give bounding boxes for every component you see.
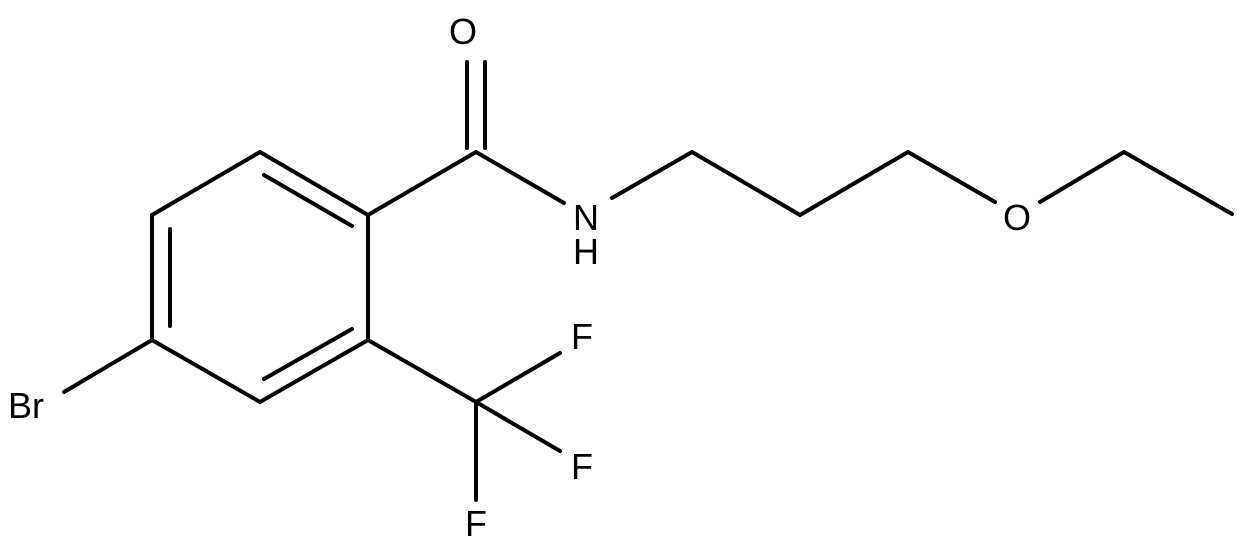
atom-fluorine-bottom: F: [465, 503, 487, 544]
bond-ch2-ether-oxygen: [906, 150, 997, 204]
ring-bond-c1-c2: [258, 150, 370, 217]
bond-ether-oxygen-ch2: [1038, 150, 1126, 204]
atom-fluorine-right: F: [571, 446, 593, 487]
bond-ring-bromine: [62, 338, 154, 394]
atom-nitrogen: N: [573, 197, 599, 238]
atom-oxygen-ether: O: [1003, 197, 1031, 238]
bond-ch2-ch2-b: [798, 150, 910, 217]
bond-cf3-f-top: [474, 351, 562, 404]
bond-carbonyl-nitrogen: [474, 150, 566, 205]
atom-hydrogen-amide: H: [573, 231, 599, 272]
ring-bond-c4-c5: [150, 338, 262, 404]
bond-cf3-f-right: [474, 400, 562, 453]
atom-fluorine-top: F: [571, 316, 593, 357]
ring-bond-c3-c4: [258, 338, 370, 404]
bond-ring-carbonyl: [366, 150, 478, 217]
ring-double-bond-inner-c3-c4: [262, 327, 354, 381]
bond-ch2-ch3: [1122, 150, 1234, 216]
bond-ch2-ch2: [690, 150, 802, 217]
ring-bond-c6-c1: [150, 150, 262, 217]
ring-double-bond-inner-c1-c2: [262, 173, 354, 228]
atom-oxygen-carbonyl: O: [449, 11, 477, 52]
atom-bromine: Br: [8, 385, 44, 426]
bond-ring-cf3: [366, 338, 478, 404]
bond-nitrogen-ch2: [610, 150, 694, 200]
